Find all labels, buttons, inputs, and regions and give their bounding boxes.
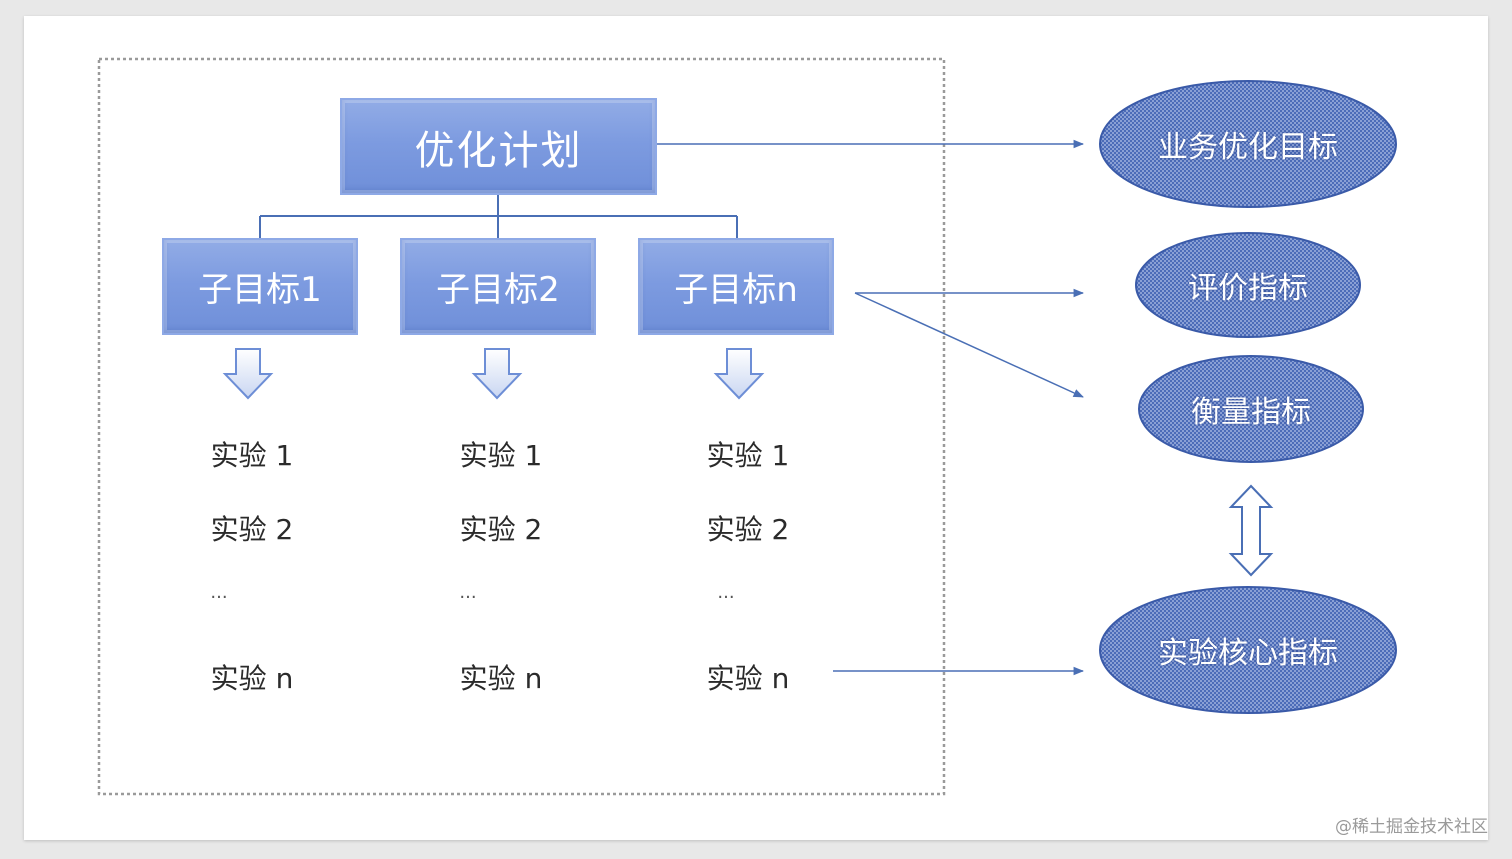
sub-goal-label: 子目标n [674,270,798,310]
metric-evaluation-label: 评价指标 [1188,271,1308,306]
down-arrow-icon [471,348,523,400]
down-arrow-icon [222,348,274,400]
sub-goal-box-n: 子目标n [638,238,834,335]
ellipse-evaluation [1135,232,1361,338]
experiment-item: 实验 1 [210,439,294,472]
experiment-ellipsis: ... [459,582,477,603]
sub-goal-label: 子目标1 [198,270,322,310]
ellipse-business-goal [1099,80,1397,208]
experiment-item: 实验 2 [459,513,543,546]
watermark: @稀土掘金技术社区 [1335,817,1488,837]
plan-root-box: 优化计划 [340,98,657,195]
experiment-item: 实验 n [210,662,294,695]
org-connectors [259,195,738,238]
dashed-frame [97,57,946,796]
sub-goal-box-1: 子目标1 [162,238,358,335]
experiment-ellipsis: ... [210,582,228,603]
ellipse-core [1099,586,1397,714]
metric-connectors [640,139,1085,676]
experiment-item: 实验 1 [706,439,790,472]
sub-goal-label: 子目标2 [436,270,560,310]
ellipse-measurement [1138,355,1364,463]
experiment-item: 实验 1 [459,439,543,472]
down-arrow-icon [713,348,765,400]
double-arrow-icon [1228,484,1274,577]
experiment-item: 实验 2 [706,513,790,546]
experiment-item: 实验 n [706,662,790,695]
plan-root-label: 优化计划 [414,127,583,174]
sub-goal-box-2: 子目标2 [400,238,596,335]
metric-core-label: 实验核心指标 [1158,636,1338,671]
experiment-ellipsis: ... [717,582,735,603]
experiment-item: 实验 2 [210,513,294,546]
experiment-item: 实验 n [459,662,543,695]
metric-business-goal-label: 业务优化目标 [1158,130,1338,165]
metric-measurement-label: 衡量指标 [1191,395,1311,430]
